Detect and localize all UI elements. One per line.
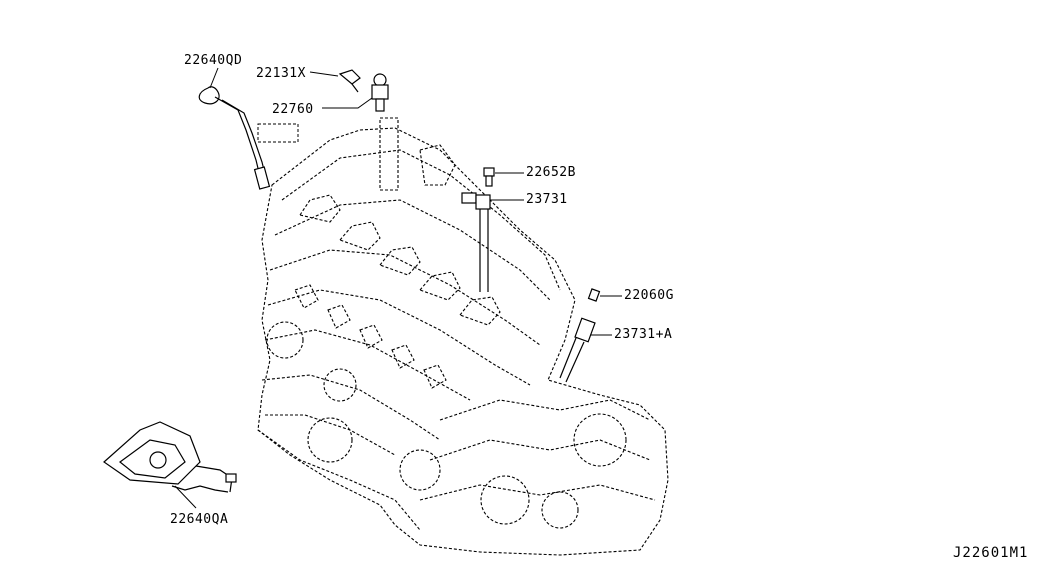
- callout-22640qd: 22640QD: [184, 53, 243, 68]
- callout-22760: 22760: [272, 102, 314, 117]
- engine-block: [257, 117, 669, 556]
- figure-code: J22601M1: [953, 545, 1029, 561]
- bolt-22060g: [587, 288, 601, 302]
- sensor-22640qd: [198, 86, 271, 190]
- callout-22640qa: 22640QA: [170, 512, 229, 527]
- callout-22131x: 22131X: [256, 66, 306, 81]
- sensor-22640qa: [103, 421, 237, 493]
- callout-22060g: 22060G: [624, 288, 674, 303]
- reference-box: [257, 123, 299, 143]
- callout-22652b: 22652B: [526, 165, 576, 180]
- sensor-22760: [371, 73, 389, 112]
- callout-23731a: 23731+A: [614, 327, 673, 342]
- callout-23731: 23731: [526, 192, 568, 207]
- bolt-22652b: [483, 167, 495, 187]
- sensor-23731a: [559, 317, 596, 383]
- sensor-23731: [461, 192, 491, 292]
- bracket-22131x: [338, 69, 361, 93]
- leader-lines: [174, 67, 622, 509]
